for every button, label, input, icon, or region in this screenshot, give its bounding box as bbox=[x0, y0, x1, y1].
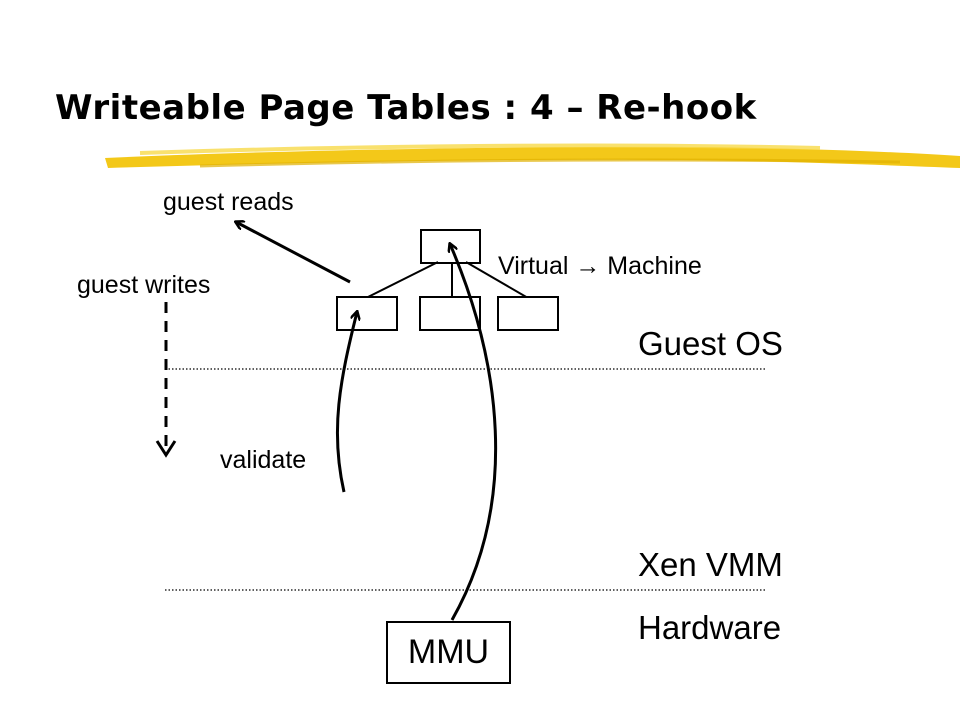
page-table-node-middle bbox=[419, 296, 481, 331]
xen-vmm-label: Xen VMM bbox=[638, 546, 783, 583]
mmu-label: MMU bbox=[407, 633, 490, 671]
guest-writes-label: guest writes bbox=[77, 271, 211, 299]
guest-reads-label: guest reads bbox=[163, 188, 294, 216]
title-highlight-stroke bbox=[105, 143, 960, 168]
slide-title: Writeable Page Tables : 4 – Re-hook bbox=[55, 88, 757, 128]
virtual-machine-label: Virtual → Machine bbox=[498, 252, 702, 280]
page-table-node-right bbox=[497, 296, 559, 331]
mmu-rehook-arrow bbox=[450, 244, 498, 621]
tree-edge-right bbox=[465, 261, 529, 299]
guest-writes-arrow-head bbox=[155, 440, 177, 458]
validate-label: validate bbox=[220, 446, 307, 474]
hardware-label: Hardware bbox=[638, 609, 782, 646]
page-table-node-left bbox=[336, 296, 398, 331]
tree-edge-left bbox=[365, 261, 439, 299]
validate-arrow bbox=[335, 312, 357, 493]
mmu-box: MMU bbox=[386, 621, 511, 684]
guest-reads-arrow bbox=[236, 222, 351, 284]
guest-os-label: Guest OS bbox=[638, 325, 783, 362]
